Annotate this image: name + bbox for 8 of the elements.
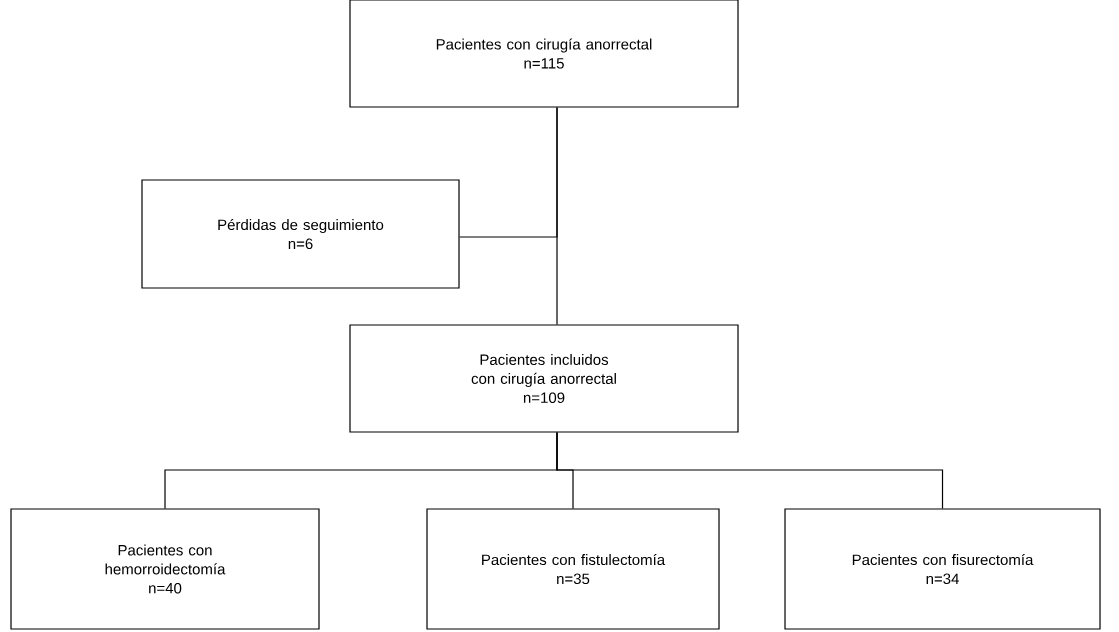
connector-line <box>459 107 558 238</box>
process-box: Pacientes con hemorroidectomía n=40 <box>10 508 320 630</box>
connector-line <box>556 432 944 509</box>
process-box: Pérdidas de seguimiento n=6 <box>141 179 460 289</box>
process-box: Pacientes incluidos con cirugía anorrectal n=109 <box>349 324 739 433</box>
process-box: Pacientes con fisurectomía n=34 <box>784 508 1101 630</box>
process-box: Pacientes con cirugía anorrectal n=115 <box>349 0 739 108</box>
process-box: Pacientes con fistulectomía n=35 <box>426 508 720 630</box>
